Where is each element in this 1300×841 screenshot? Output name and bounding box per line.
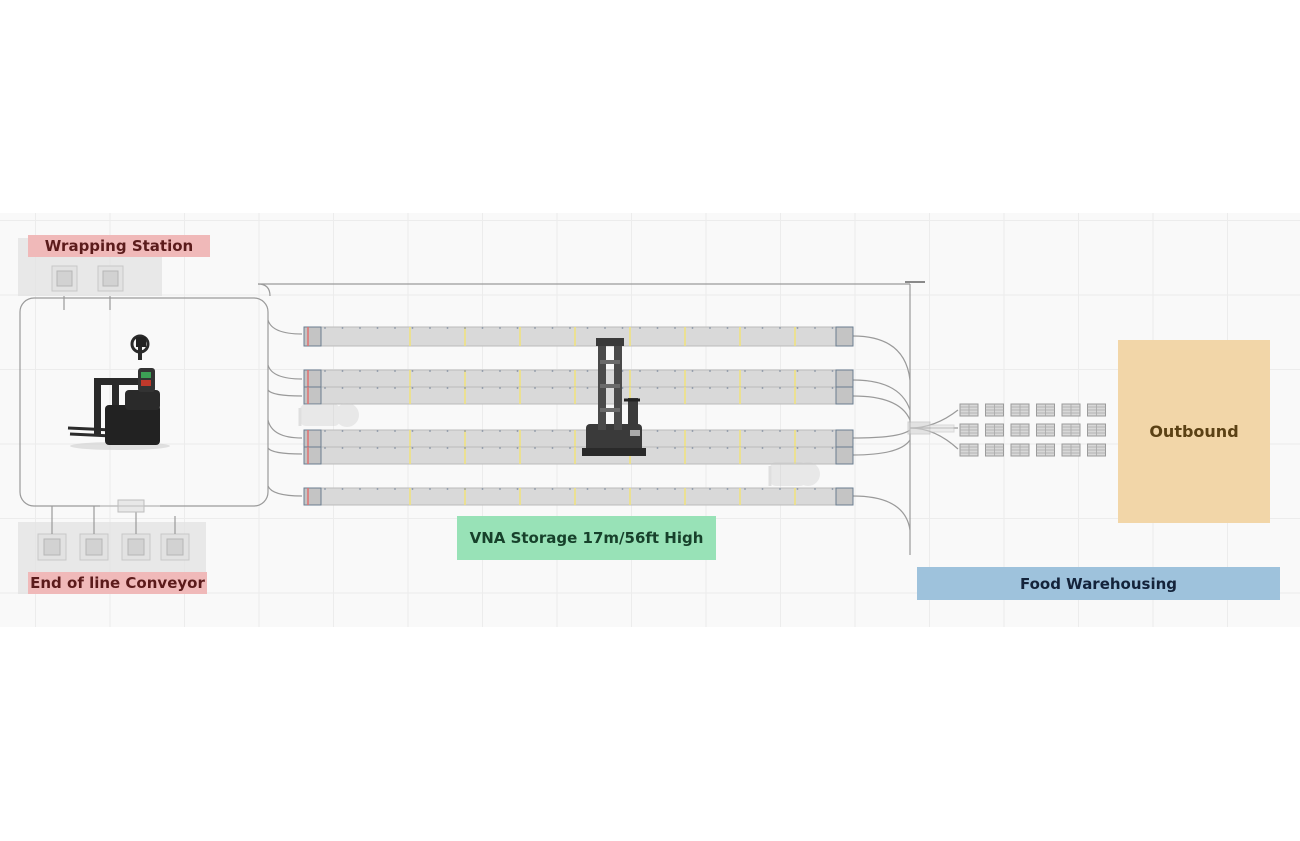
pallet-icon	[959, 403, 979, 417]
rack-row	[303, 429, 854, 448]
ghost-forklift-icon	[298, 403, 359, 427]
rack-row	[303, 487, 854, 506]
pallet-icon	[985, 423, 1004, 437]
ghost-forklift-icon-2	[768, 462, 820, 486]
pallet-icon	[959, 443, 979, 457]
pallet-icon	[985, 443, 1004, 457]
conveyor-transfer-icon	[100, 499, 160, 513]
pallet-icon	[959, 423, 979, 437]
pallet-icon	[1087, 423, 1106, 437]
end-of-line-conveyor-label: End of line Conveyor	[28, 572, 207, 594]
pallet-icon	[1087, 443, 1106, 457]
vna-storage-racks	[303, 326, 854, 506]
rack-row	[303, 326, 854, 347]
amr-path-network	[19, 283, 959, 555]
rack-row	[303, 446, 854, 465]
transfer-shuttle-icon	[907, 421, 955, 435]
vna-storage-label: VNA Storage 17m/56ft High	[457, 516, 716, 560]
forklift-robot-icon	[67, 334, 170, 450]
pallet-icon	[1036, 423, 1055, 437]
pallet-icon	[1087, 403, 1106, 417]
rack-row	[303, 386, 854, 405]
pallet-icon	[1010, 423, 1030, 437]
pallet-icon	[1010, 443, 1030, 457]
pallet-icon	[1036, 403, 1055, 417]
pallet-icon	[1061, 423, 1081, 437]
rack-row	[303, 369, 854, 388]
vna-truck-icon	[582, 338, 646, 456]
pallet-icon	[1036, 443, 1055, 457]
wrapping-station-label: Wrapping Station	[28, 235, 210, 257]
pallet-icon	[1010, 403, 1030, 417]
wrapping-station-pads	[51, 265, 124, 292]
pallet-icon	[1061, 403, 1081, 417]
pallet-icon	[1061, 443, 1081, 457]
pallet-grid	[959, 403, 1106, 457]
layout-canvas	[0, 213, 1300, 627]
outbound-zone: Outbound	[1118, 340, 1270, 523]
pallet-icon	[985, 403, 1004, 417]
food-warehousing-label: Food Warehousing	[917, 567, 1280, 600]
